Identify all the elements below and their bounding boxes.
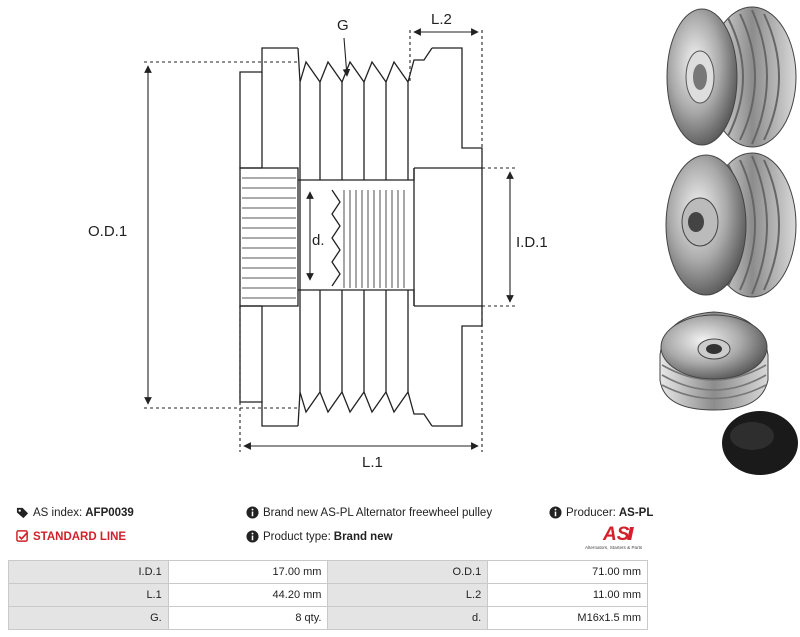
logo-mark: AS bbox=[602, 524, 630, 545]
tag-icon bbox=[16, 507, 29, 519]
standard-line-badge: STANDARD LINE bbox=[16, 530, 126, 543]
product-type-label: Product type: bbox=[263, 530, 331, 543]
spec-value: 44.20 mm bbox=[167, 583, 329, 607]
spec-value: M16x1.5 mm bbox=[487, 606, 648, 630]
product-type-value: Brand new bbox=[333, 530, 393, 543]
spec-value: 8 qty. bbox=[167, 606, 329, 630]
spec-value: 11.00 mm bbox=[487, 583, 648, 607]
spec-table: I.D.1 17.00 mm O.D.1 71.00 mm L.1 44.20 … bbox=[8, 560, 648, 630]
spec-value: 71.00 mm bbox=[487, 560, 648, 584]
as-logo-graphic: AS Alternators, Starters & Parts bbox=[585, 524, 643, 550]
as-pl-logo: AS Alternators, Starters & Parts bbox=[583, 522, 651, 552]
product-description: Brand new AS-PL Alternator freewheel pul… bbox=[246, 506, 492, 519]
spec-label: O.D.1 bbox=[327, 560, 489, 584]
product-type: Product type: Brand new bbox=[246, 530, 393, 543]
producer-value: AS-PL bbox=[618, 506, 654, 519]
as-index: AS index: AFP0039 bbox=[16, 506, 134, 519]
logo-tagline: Alternators, Starters & Parts bbox=[585, 545, 643, 550]
technical-drawing: G L.2 O.D.1 I.D.1 d. L.1 bbox=[88, 6, 798, 475]
spec-value: 17.00 mm bbox=[167, 560, 329, 584]
label-id1: I.D.1 bbox=[516, 234, 548, 251]
table-row: L.1 44.20 mm L.2 11.00 mm bbox=[8, 583, 648, 607]
label-g: G bbox=[337, 17, 349, 34]
spec-label: L.1 bbox=[8, 583, 169, 607]
cap-photo bbox=[722, 411, 798, 475]
as-index-label: AS index: bbox=[33, 506, 83, 519]
producer-label: Producer: bbox=[566, 506, 616, 519]
table-row: I.D.1 17.00 mm O.D.1 71.00 mm bbox=[8, 560, 648, 584]
spec-label: d. bbox=[327, 606, 489, 630]
spec-label: I.D.1 bbox=[8, 560, 169, 584]
dimension-labels: G L.2 O.D.1 I.D.1 d. L.1 bbox=[88, 11, 548, 471]
pulley-cross-section bbox=[239, 47, 483, 427]
checkbox-checked-icon bbox=[16, 530, 29, 542]
dimension-lines bbox=[144, 28, 516, 452]
product-photo-side bbox=[666, 6, 797, 148]
product-photo-angled bbox=[659, 311, 769, 411]
table-row: G. 8 qty. d. M16x1.5 mm bbox=[8, 606, 648, 630]
label-l2: L.2 bbox=[431, 11, 452, 28]
product-photo-front bbox=[665, 152, 797, 298]
label-d: d. bbox=[312, 232, 325, 249]
producer: Producer: AS-PL bbox=[549, 506, 653, 519]
standard-line-text: STANDARD LINE bbox=[33, 530, 127, 543]
info-icon bbox=[246, 530, 259, 543]
info-icon bbox=[549, 506, 562, 519]
label-od1: O.D.1 bbox=[88, 223, 127, 240]
as-index-value: AFP0039 bbox=[85, 506, 134, 519]
label-l1: L.1 bbox=[362, 454, 383, 471]
info-icon bbox=[246, 506, 259, 519]
spec-label: L.2 bbox=[327, 583, 489, 607]
description-text: Brand new AS-PL Alternator freewheel pul… bbox=[263, 506, 493, 519]
spec-label: G. bbox=[8, 606, 169, 630]
product-info: AS index: AFP0039 Brand new AS-PL Altern… bbox=[0, 500, 800, 558]
